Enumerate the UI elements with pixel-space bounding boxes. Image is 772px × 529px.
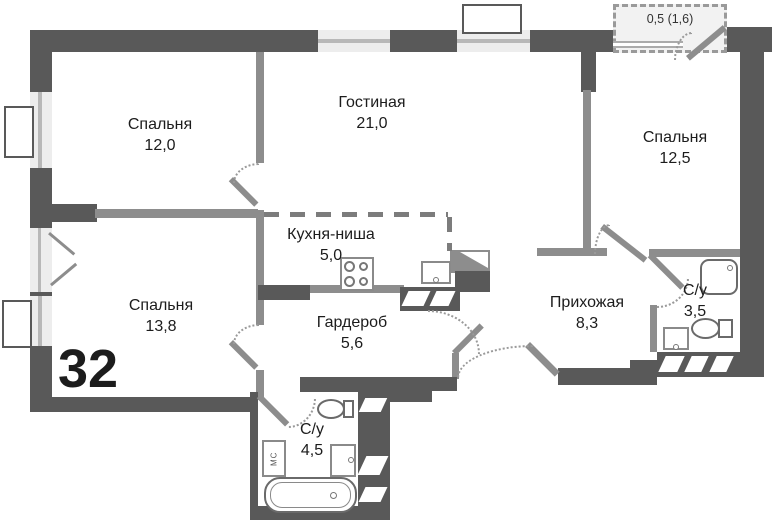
wall-bedroom3-right	[256, 370, 264, 400]
wall-left	[30, 52, 52, 92]
door-leaf	[228, 340, 259, 370]
kitchen-sink-faucet	[433, 277, 439, 283]
washing-machine-icon: МС	[262, 440, 286, 477]
wall-kitchen-bottom	[258, 285, 404, 293]
wall-top	[530, 30, 613, 52]
window-glass-line	[318, 39, 390, 43]
window-glass-line	[38, 228, 41, 292]
wall-livingroom-divider-top	[581, 40, 596, 92]
stove-burner	[359, 277, 368, 286]
toilet-tank	[718, 319, 733, 338]
wall-left	[30, 346, 52, 412]
room-label-bathroom-2: С/у 3,5	[683, 282, 707, 320]
wall-hallway-top	[537, 248, 607, 256]
apartment-number: 32	[58, 339, 119, 399]
wall-bathroom2-left	[650, 305, 657, 352]
balcony-area-label: 0,5 (1,6)	[646, 12, 694, 26]
wall-corner-block	[630, 360, 657, 385]
wall	[52, 204, 97, 222]
stove-burner	[359, 262, 368, 271]
door-swing-arc	[428, 310, 480, 354]
door-swing-arc	[233, 163, 259, 183]
window-sill-box	[462, 4, 522, 34]
stove-burner	[344, 261, 355, 272]
wall-bedroom1-right	[256, 52, 264, 163]
room-label-wardrobe: Гардероб 5,6	[316, 314, 388, 352]
window-glass-line	[457, 39, 530, 43]
wall-livingroom-divider	[583, 90, 591, 250]
window-sill-box	[2, 300, 32, 348]
kitchen-sink-icon	[421, 261, 451, 284]
wall-bedrooms-divider	[95, 209, 258, 218]
wall-bedroom3-right	[256, 210, 264, 325]
stove-burner	[344, 276, 355, 287]
kitchen-niche-dashed-line	[447, 217, 452, 251]
sink-faucet	[673, 344, 679, 350]
window-glass-line	[38, 92, 42, 168]
shower-drain	[727, 265, 733, 271]
room-label-bathroom-1: С/у 4,5	[300, 421, 324, 459]
room-label-living-room: Гостиная 21,0	[338, 94, 406, 132]
room-label-kitchen-niche: Кухня-ниша 5,0	[287, 226, 375, 264]
room-label-hallway: Прихожая 8,3	[549, 294, 625, 332]
wall-right	[740, 30, 764, 377]
kitchen-niche-dashed-line	[264, 212, 448, 217]
sink-faucet	[348, 457, 354, 463]
wall-left	[30, 168, 52, 228]
wall-kitchen-bottom-thick	[258, 285, 310, 300]
balcony-window	[613, 41, 683, 48]
french-window	[30, 228, 52, 292]
room-label-bedroom-2: Спальня 12,5	[642, 129, 708, 167]
window-sill-box	[4, 106, 34, 158]
kitchen-duct	[455, 271, 490, 292]
wall-entrance-right	[558, 368, 630, 385]
wall-top	[390, 30, 457, 52]
window-glass-line	[38, 296, 42, 346]
wall-bathroom1-left	[250, 392, 258, 520]
wall-bathroom1-top	[300, 377, 380, 392]
toilet-tank	[343, 400, 354, 418]
wall-left	[30, 292, 52, 296]
toilet-icon	[317, 399, 345, 419]
french-window-leaf	[50, 262, 78, 287]
door-swing-arc	[594, 224, 610, 254]
wall-bathroom2-top	[649, 249, 740, 257]
wall-hallway-bottom-step	[380, 390, 432, 402]
room-label-bedroom-3: Спальня 13,8	[128, 297, 194, 335]
wall-top	[30, 30, 318, 52]
wall-hallway-bottom	[380, 377, 457, 391]
door-swing-arc	[233, 324, 259, 344]
room-label-bedroom-1: Спальня 12,0	[127, 116, 193, 154]
french-window-leaf	[48, 232, 76, 256]
bathtub-drain	[330, 492, 337, 499]
wall-wardrobe-door-post	[452, 353, 459, 379]
wall-bottom	[30, 397, 258, 412]
bathtub-inner	[270, 482, 351, 508]
